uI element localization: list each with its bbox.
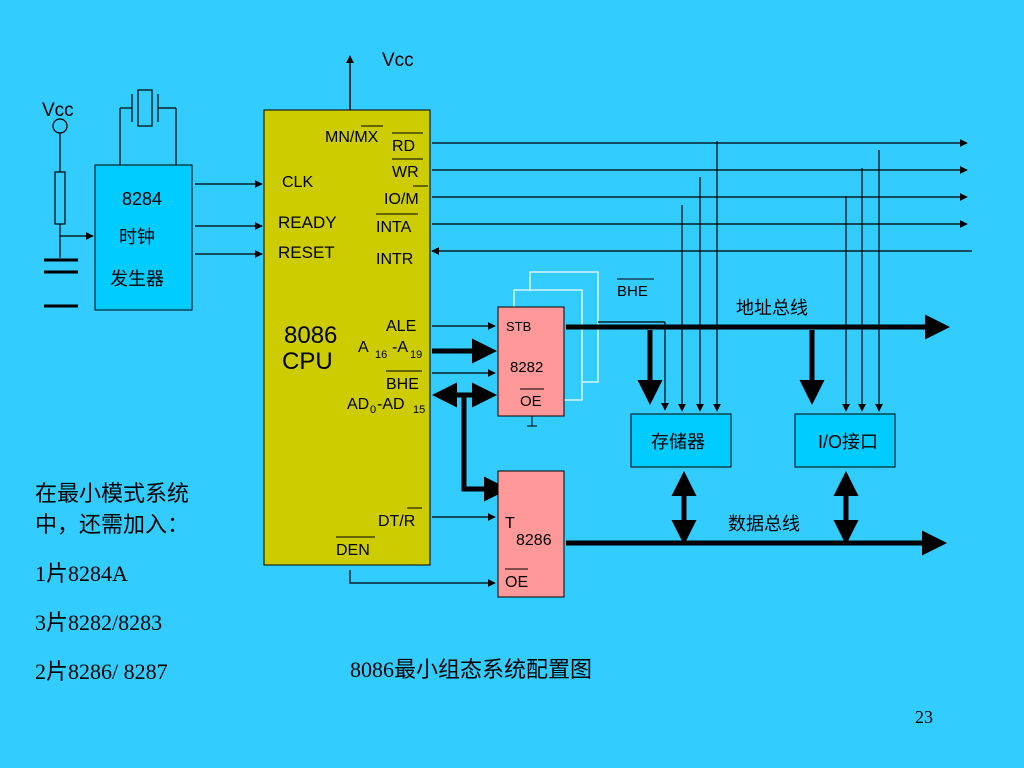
clock-cpu-links [195, 180, 263, 258]
pin-dtr: DT/R [378, 513, 415, 530]
latch-model: 8282 [510, 359, 543, 376]
latch-8282: STB 8282 OE [497, 271, 599, 427]
transceiver-model: 8286 [516, 532, 552, 549]
clock-generator: 8284 时钟 发生器 [94, 164, 193, 311]
vcc-left-label: Vcc [42, 100, 74, 121]
bhe-out-label: BHE [617, 283, 648, 300]
pin-ad-b: -AD [377, 396, 405, 413]
pin-a-mid: -A [392, 339, 408, 356]
memory-block: 存储器 [630, 413, 732, 468]
transceiver-t: T [505, 515, 515, 532]
cpu-name-1: 8086 [284, 322, 337, 349]
io-label: I/O接口 [818, 432, 878, 452]
reset-rc-circuit [44, 118, 78, 308]
data-bus-label: 数据总线 [728, 514, 800, 535]
pin-ad-a: AD [347, 396, 369, 413]
pin-ale: ALE [386, 318, 416, 335]
transceiver-8286: T 8286 OE [497, 470, 565, 598]
cpu-latch-links [432, 322, 509, 502]
pin-ad-sub1: 0 [370, 404, 376, 416]
clock-label-2: 发生器 [110, 269, 164, 290]
pin-rd: RD [392, 138, 415, 155]
pin-intr: INTR [376, 251, 413, 268]
transceiver-oe: OE [505, 574, 528, 591]
notes-line-2: 中，还需加入： [35, 512, 190, 537]
pin-mnmx: MN/MX [325, 129, 379, 146]
pin-ad-sub2: 15 [413, 404, 425, 416]
control-drops [678, 141, 883, 412]
notes-item-2: 3片8282/8283 [35, 610, 163, 635]
pin-ready: READY [278, 213, 337, 232]
pin-a-sub1: 16 [375, 349, 387, 361]
notes-item-3: 2片8286/ 8287 [35, 659, 168, 684]
clock-model: 8284 [122, 189, 162, 209]
control-bus [431, 139, 972, 255]
notes-item-1: 1片8284A [35, 561, 128, 586]
latch-stb: STB [506, 319, 531, 334]
pin-iom: IO/M [384, 191, 419, 208]
vcc-top: Vcc [346, 50, 414, 112]
pin-a-sub2: 19 [410, 349, 422, 361]
memory-label: 存储器 [651, 432, 705, 453]
address-bus-label: 地址总线 [736, 298, 808, 319]
vcc-top-label: Vcc [382, 50, 414, 71]
pin-bhe: BHE [386, 376, 419, 393]
pin-a-left: A [358, 339, 369, 356]
notes-line-1: 在最小模式系统 [35, 481, 190, 506]
page-number: 23 [915, 707, 933, 727]
pin-clk: CLK [282, 174, 313, 191]
address-drops [637, 330, 825, 405]
cpu-8086: 8086 CPU MN/MX CLK READY RESET RD WR IO/… [263, 109, 431, 566]
notes: 在最小模式系统 中，还需加入： 1片8284A 3片8282/8283 2片82… [35, 478, 295, 687]
pin-inta: INTA [376, 219, 412, 236]
cpu-name-2: CPU [282, 348, 333, 375]
crystal-icon [119, 89, 177, 165]
pin-reset: RESET [278, 243, 335, 262]
clock-label-1: 时钟 [119, 227, 155, 248]
pin-wr: WR [392, 164, 419, 181]
latch-oe: OE [520, 393, 542, 410]
den-link [349, 570, 496, 587]
pin-den: DEN [336, 542, 370, 559]
io-block: I/O接口 [794, 413, 896, 468]
diagram-caption: 8086最小组态系统配置图 [350, 657, 593, 682]
